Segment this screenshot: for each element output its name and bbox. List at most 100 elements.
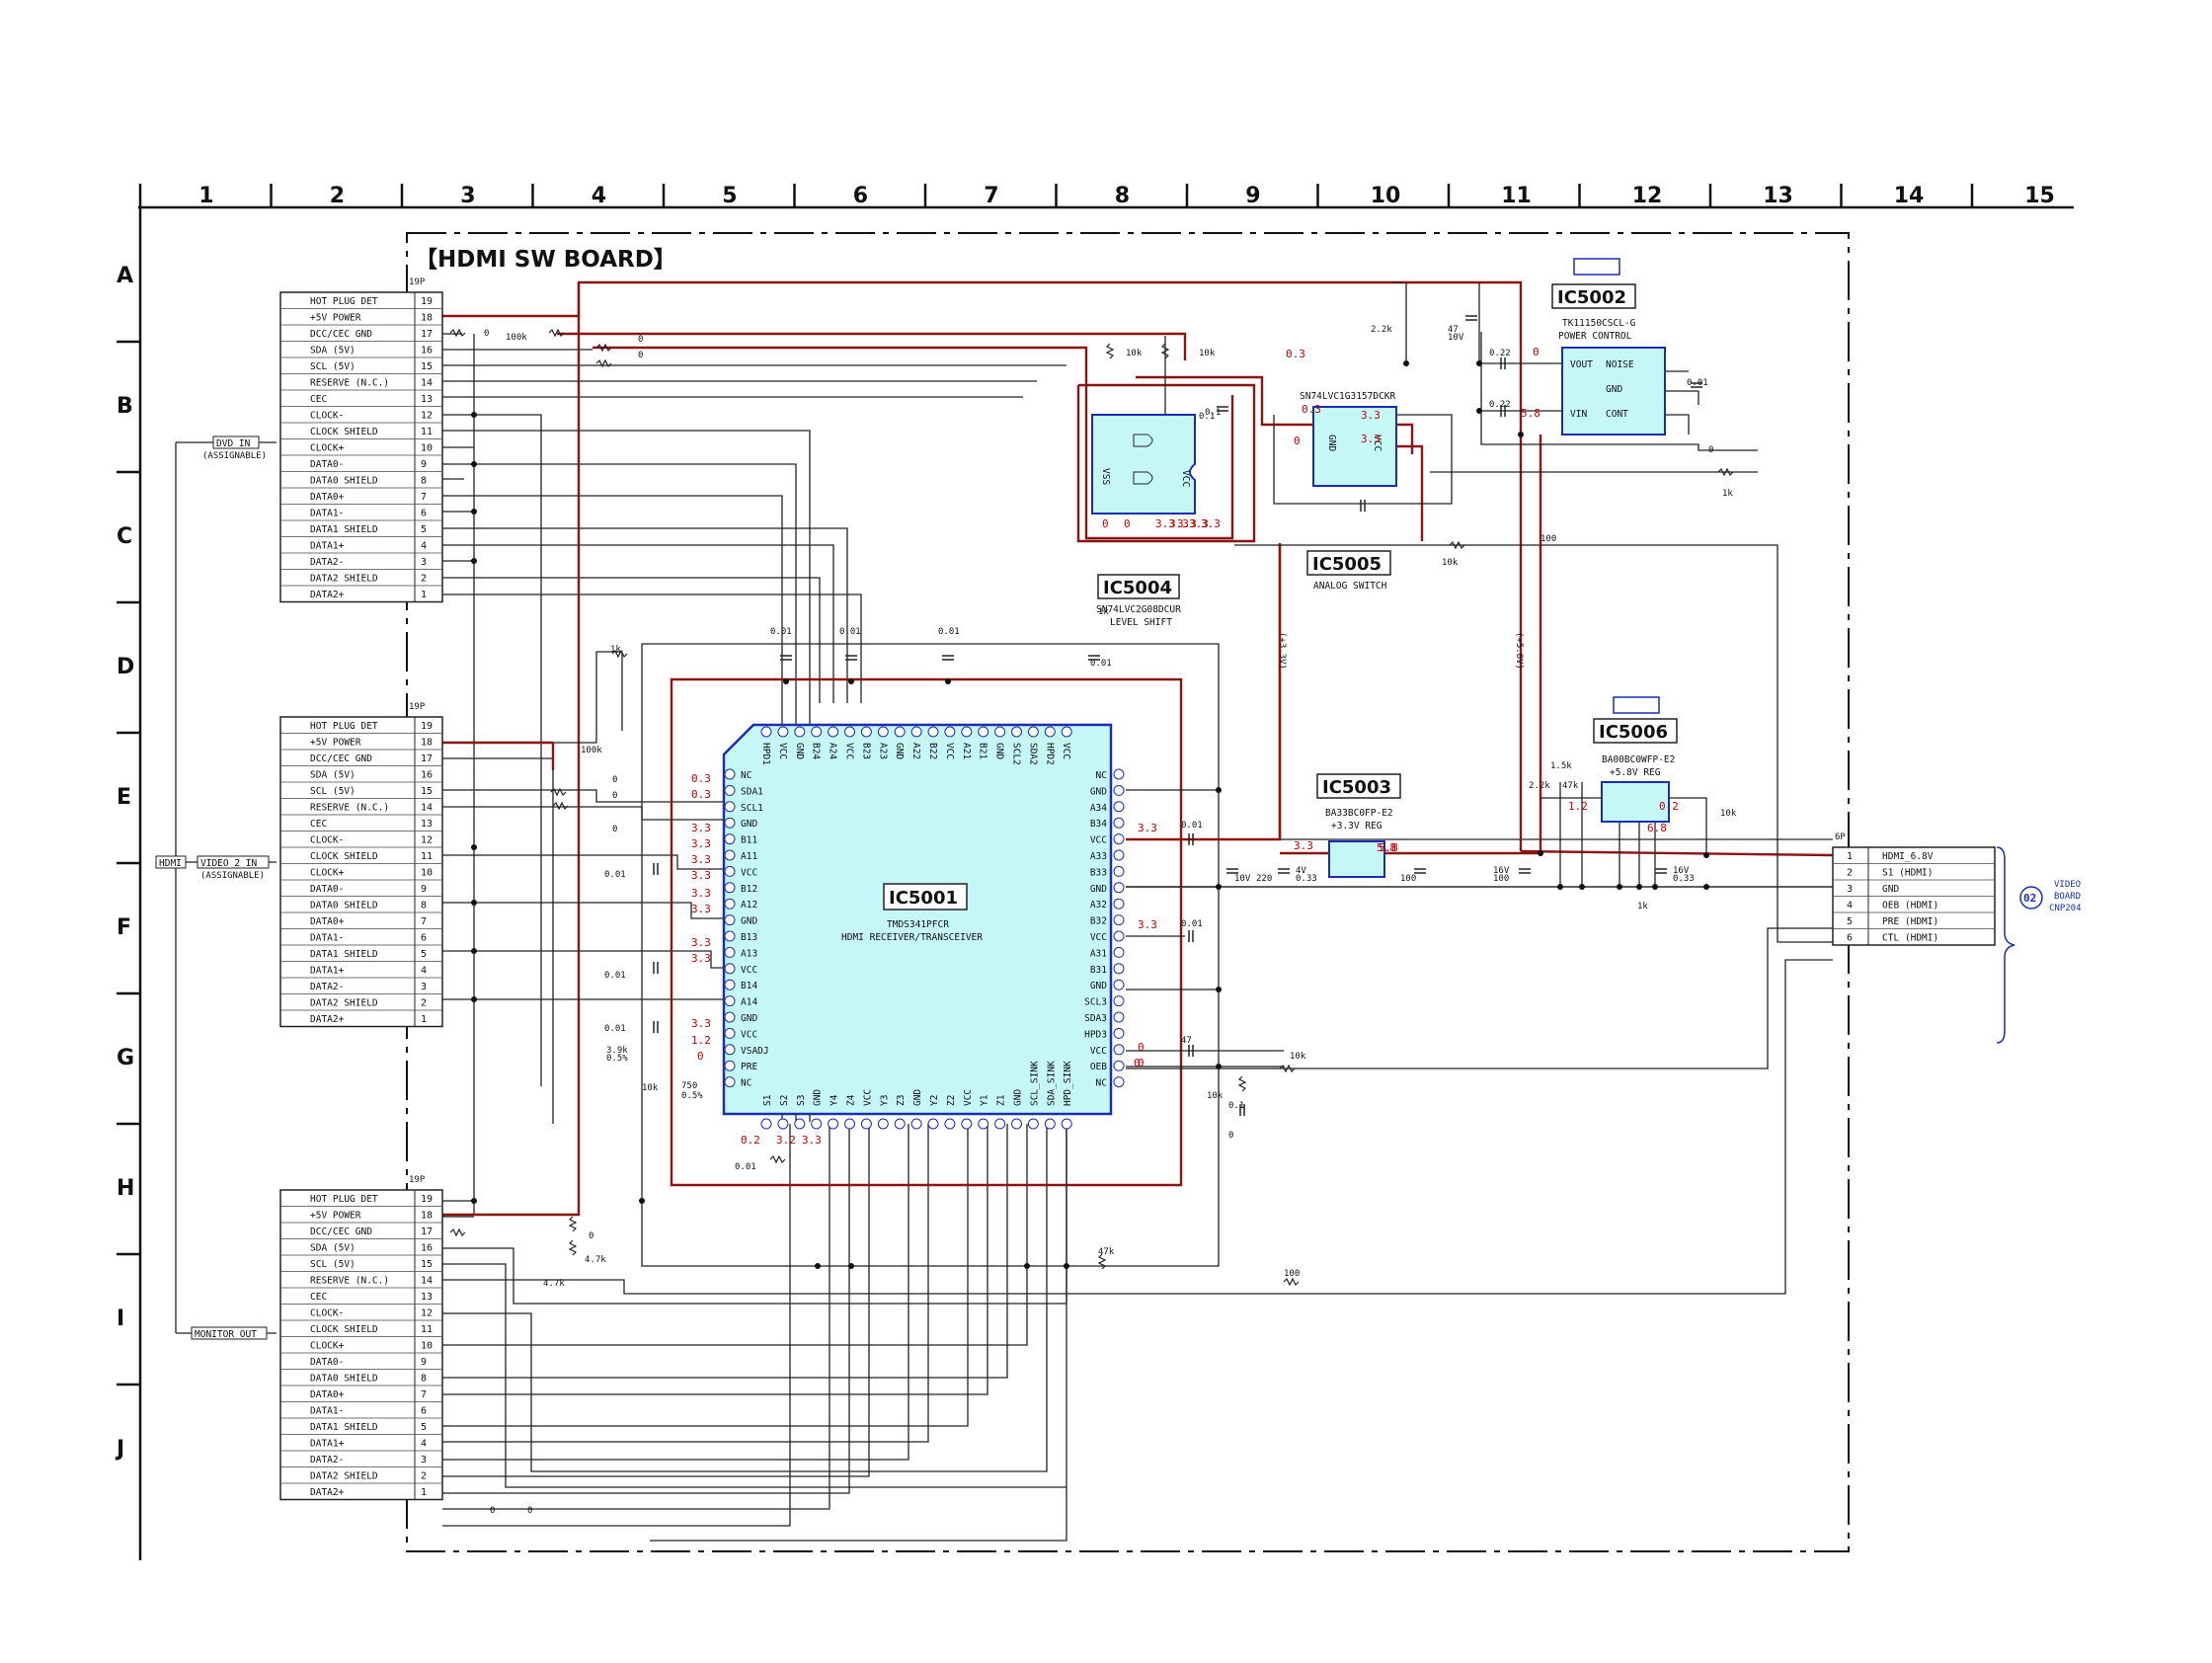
ic5005-ref: IC5005: [1312, 554, 1382, 575]
row-I: I: [117, 1307, 124, 1331]
hdmi-pin-number: 10: [421, 443, 433, 454]
hdmi-pin-number: 14: [421, 1276, 433, 1287]
hdmi-pin-label: DATA2-: [310, 557, 344, 568]
board-title: 【HDMI SW BOARD】: [415, 247, 676, 273]
hdmi-pin-number: 2: [421, 998, 427, 1009]
ic5001-left-pin: VSADJ: [741, 1046, 769, 1057]
hdmi-pin-label: SCL (5V): [310, 786, 356, 797]
hdmi-pin-number: 6: [421, 1406, 427, 1417]
component-value: 10k: [1442, 558, 1459, 568]
ic5001-top-pin: SCL2: [1011, 743, 1022, 765]
component-value: 0.1: [1228, 1101, 1244, 1111]
ic5001-left-pin: PRE: [741, 1062, 757, 1072]
hdmi-pin-label: +5V POWER: [310, 313, 361, 324]
ic5004-part: SN74LVC2G08DCUR: [1096, 604, 1181, 615]
hdmi-pin-label: CLOCK+: [310, 868, 345, 879]
component-value: 0.01: [1181, 821, 1203, 831]
component-value: 10k: [1207, 1091, 1224, 1101]
component-value: 100: [1493, 874, 1509, 884]
out-pin-label: PRE (HDMI): [1882, 916, 1938, 927]
component-value: 10V: [1234, 874, 1251, 884]
hdmi-pin-number: 18: [421, 313, 433, 324]
voltage-reading: 1.2: [1568, 800, 1588, 813]
out-pin-number: 1: [1847, 851, 1853, 862]
hdmi-pin-number: 11: [421, 1324, 433, 1335]
ic5002-noise: NOISE: [1606, 359, 1634, 370]
hdmi-pin-number: 6: [421, 933, 427, 944]
voltage-reading: 3.3: [691, 822, 711, 834]
component-value: 16V: [1493, 866, 1510, 876]
hdmi-pin-label: CEC: [310, 394, 327, 405]
component-value: 4.7k: [585, 1255, 606, 1265]
out-pin-number: 5: [1847, 916, 1853, 927]
ic5001-left-pin: B11: [741, 835, 757, 846]
ic5004-desc: LEVEL SHIFT: [1110, 617, 1172, 628]
hdmi-pin-label: DATA1+: [310, 541, 345, 552]
dest-board-line1: VIDEO: [2054, 880, 2081, 890]
row-A: A: [117, 264, 133, 288]
ic5001-top-pin: VCC: [844, 743, 855, 759]
row-J: J: [115, 1437, 124, 1462]
voltage-reading: 3.3: [1177, 517, 1197, 530]
row-C: C: [117, 524, 132, 549]
ic5001-bottom-pin: Z1: [996, 1094, 1007, 1106]
component-value: 0.1: [1205, 408, 1221, 418]
component-value: 10k: [1720, 809, 1737, 819]
hdmi-pin-number: 18: [421, 1211, 433, 1222]
hdmi-pin-number: 13: [421, 1292, 433, 1303]
hdmi-pin-label: DATA2-: [310, 982, 344, 992]
voltage-reading: 5.8: [1521, 407, 1540, 420]
hdmi-pin-number: 3: [421, 1455, 427, 1465]
ic5001-bottom-pin: VCC: [862, 1089, 873, 1106]
hdmi-pin-number: 12: [421, 835, 433, 846]
voltage-reading: 0.2: [1659, 800, 1679, 813]
ic5003-part: BA33BC0FP-E2: [1325, 808, 1393, 819]
hdmi-pin-label: HOT PLUG DET: [310, 296, 378, 307]
hdmi-pin-label: DATA0-: [310, 1357, 344, 1368]
hdmi-pin-label: CLOCK+: [310, 443, 345, 454]
hdmi-pin-number: 4: [421, 541, 427, 552]
voltage-reading: 0: [697, 1050, 704, 1063]
ruler-col-15: 15: [2024, 184, 2055, 208]
hdmi-pin-number: 19: [421, 296, 433, 307]
voltage-reading: 3.3: [1294, 839, 1313, 852]
component-value: 10k: [1199, 349, 1216, 358]
hdmi-pin-label: CLOCK-: [310, 835, 344, 846]
dvd-in-assignable: (ASSIGNABLE): [202, 451, 267, 461]
voltage-reading: 0.3: [1302, 403, 1321, 416]
ic5001-right-pin: A33: [1090, 851, 1107, 862]
voltage-reading: 3.3: [1138, 918, 1157, 931]
hdmi-pin-number: 11: [421, 427, 433, 437]
ic5001-hdmi-receiver: IC5001 TMDS341PFCR HDMI RECEIVER/TRANSCE…: [722, 723, 1125, 1130]
hdmi-pin-label: CLOCK SHIELD: [310, 1324, 378, 1335]
hdmi-pin-number: 12: [421, 1308, 433, 1319]
hdmi-pin-label: DATA2+: [310, 1014, 345, 1025]
rail-5v8: (+5.8V): [1514, 632, 1524, 670]
component-value: 47: [1181, 1036, 1192, 1046]
hdmi-pin-number: 19: [421, 721, 433, 732]
ic5001-bottom-pin: S2: [779, 1095, 790, 1106]
ic5001-top-pin: A24: [828, 743, 838, 759]
ic5001-top-pin: B22: [927, 743, 938, 759]
hdmi-pin-number: 16: [421, 1243, 433, 1254]
ic5001-bottom-pin: Y4: [830, 1094, 840, 1106]
hdmi-pin-label: DATA0+: [310, 492, 345, 503]
voltage-reading: 3.3: [1155, 517, 1175, 530]
hdmi-pin-number: 16: [421, 770, 433, 781]
ruler-col-3: 3: [460, 184, 475, 208]
hdmi-pin-number: 8: [421, 1374, 427, 1385]
ic5003-3v3-regulator: IC5003 BA33BC0FP-E2 +3.3V REG: [1316, 773, 1401, 878]
video2-in-label: VIDEO 2 IN: [200, 858, 257, 869]
ic5001-right-pin: B33: [1090, 867, 1107, 878]
hdmi-pin-number: 15: [421, 786, 433, 797]
ic5001-right-pin: GND: [1090, 786, 1107, 797]
ic5001-bottom-pin: Z2: [946, 1095, 957, 1106]
ic5001-top-pin: A22: [910, 743, 921, 759]
hdmi-pin-number: 1: [421, 1487, 427, 1498]
row-B: B: [117, 394, 133, 419]
hdmi-pin-label: HOT PLUG DET: [310, 1194, 378, 1205]
out-pin-number: 4: [1847, 901, 1853, 911]
ic5006-part: BA00BC0WFP-E2: [1602, 754, 1675, 765]
ic5001-right-pin: A31: [1090, 948, 1107, 959]
ic5001-bottom-pin: Y3: [879, 1095, 890, 1106]
